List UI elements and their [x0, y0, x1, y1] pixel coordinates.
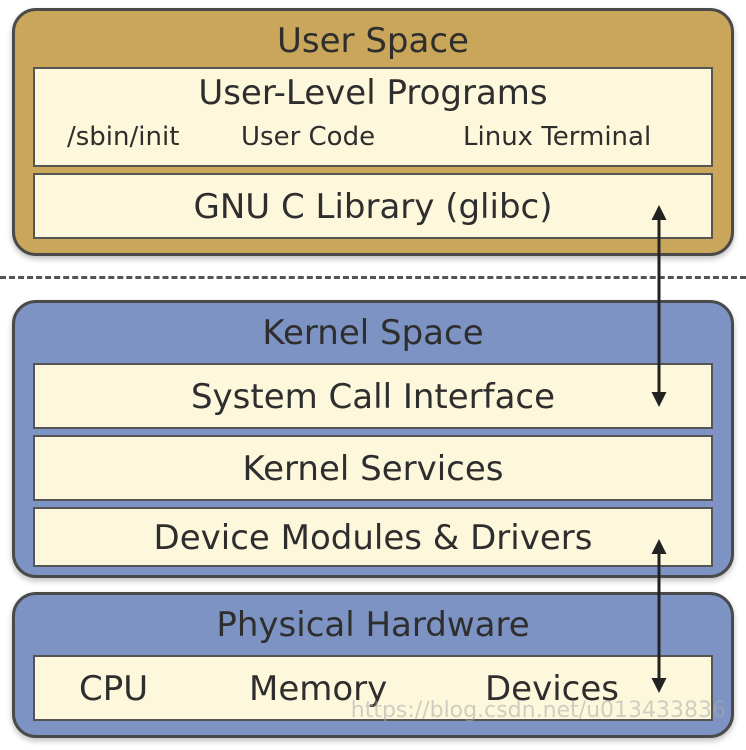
hardware-item-devices: Devices: [485, 669, 619, 709]
device-modules-drivers-label: Device Modules & Drivers: [153, 518, 593, 558]
system-call-interface-box: System Call Interface: [33, 363, 713, 429]
user-level-programs-box: User-Level Programs /sbin/init User Code…: [33, 67, 713, 167]
hardware-item-cpu: CPU: [79, 669, 149, 709]
user-kernel-divider: [0, 276, 746, 279]
kernel-space-title: Kernel Space: [262, 313, 484, 353]
glibc-label: GNU C Library (glibc): [193, 187, 553, 227]
program-item-sbin-init: /sbin/init: [67, 122, 180, 152]
physical-hardware-panel: Physical Hardware CPU Memory Devices: [12, 592, 734, 738]
user-level-programs-title: User-Level Programs: [198, 73, 548, 113]
watermark-text: https://blog.csdn.net/u013433836: [350, 698, 726, 723]
hardware-item-memory: Memory: [249, 669, 388, 709]
system-call-interface-label: System Call Interface: [190, 377, 556, 417]
kernel-space-panel: Kernel Space System Call Interface Kerne…: [12, 300, 734, 578]
device-modules-drivers-box: Device Modules & Drivers: [33, 507, 713, 567]
program-item-linux-terminal: Linux Terminal: [463, 122, 652, 152]
user-space-title: User Space: [277, 21, 469, 61]
kernel-services-box: Kernel Services: [33, 435, 713, 501]
user-space-panel: User Space User-Level Programs /sbin/ini…: [12, 8, 734, 256]
program-item-user-code: User Code: [241, 122, 376, 152]
kernel-services-label: Kernel Services: [242, 449, 504, 489]
physical-hardware-title: Physical Hardware: [216, 605, 530, 645]
glibc-box: GNU C Library (glibc): [33, 173, 713, 239]
hardware-items-box: CPU Memory Devices: [33, 655, 713, 721]
